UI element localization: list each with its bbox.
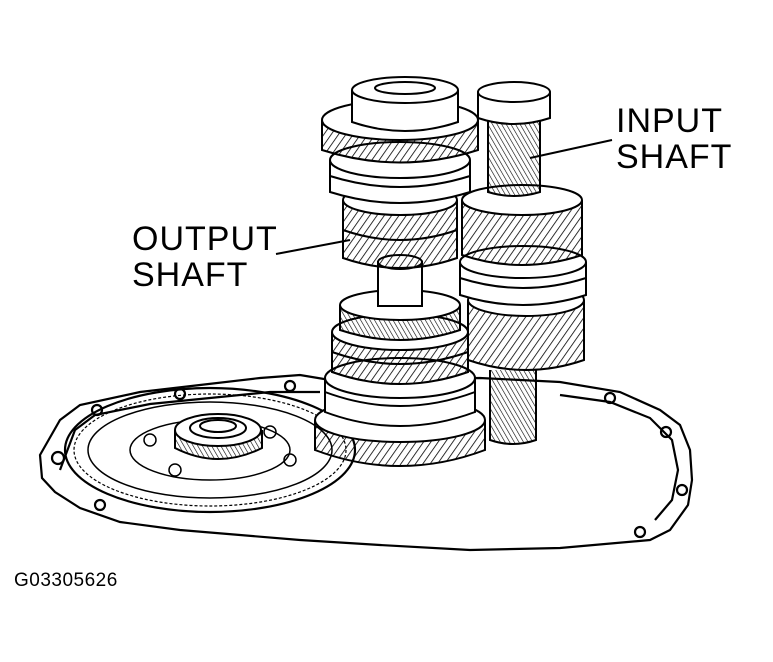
output-shaft-assembly	[314, 76, 486, 467]
transmission-case	[38, 373, 694, 552]
leader-lines	[275, 139, 613, 255]
input-shaft-label-line1: INPUT	[616, 102, 723, 140]
input-shaft-assembly	[459, 81, 587, 445]
input-shaft-label-line2: SHAFT	[616, 138, 733, 176]
output-shaft-label-line1: OUTPUT	[132, 220, 278, 258]
differential-bearing	[174, 413, 263, 460]
figure-id: G03305626	[14, 570, 118, 591]
output-shaft-label-line2: SHAFT	[132, 256, 249, 294]
output-shaft-leader	[275, 239, 351, 255]
input-shaft-leader	[529, 139, 613, 159]
